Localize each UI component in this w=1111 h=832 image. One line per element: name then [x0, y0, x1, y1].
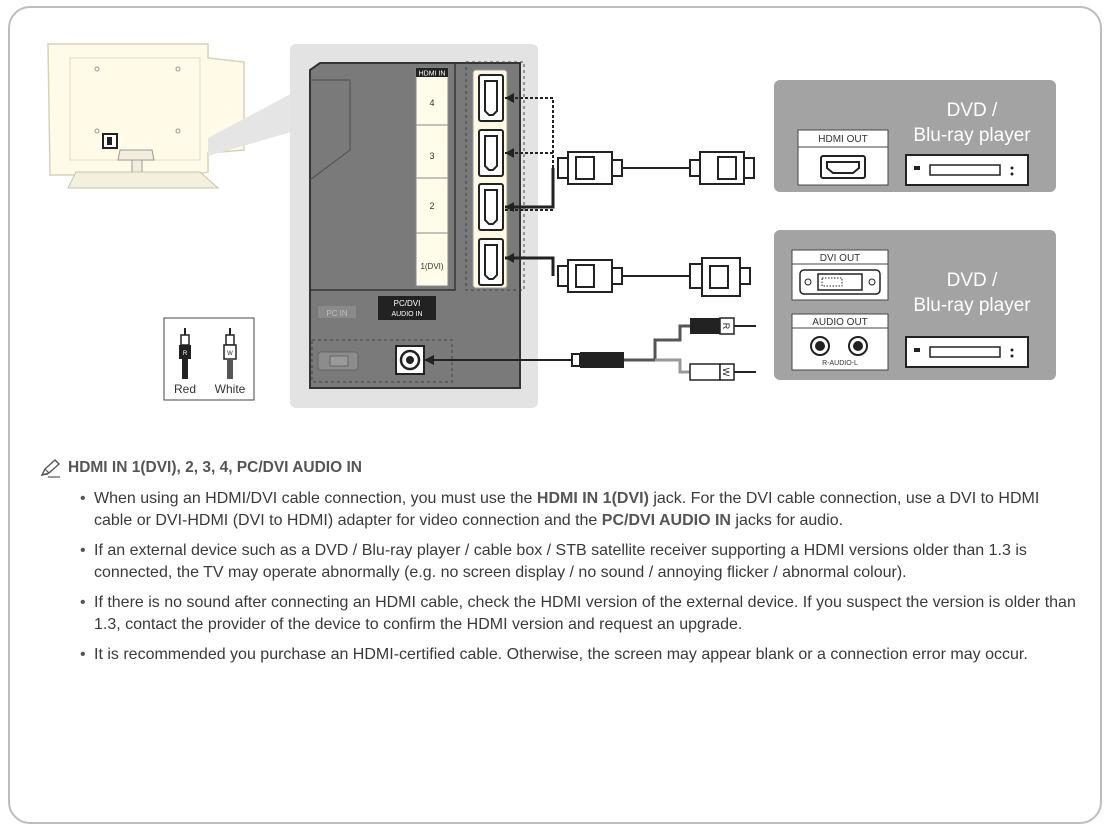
device-1-title-line2: Blu-ray player [913, 125, 1031, 146]
hdmi-out-label: HDMI OUT [818, 134, 867, 145]
legend-r-label: R [183, 351, 188, 357]
audio-out-label: AUDIO OUT [812, 317, 868, 328]
page-frame [8, 6, 1102, 824]
hdmi-port-4-icon [478, 74, 504, 122]
port-2-label: 2 [429, 201, 434, 211]
device-2-title-line2: Blu-ray player [913, 295, 1031, 316]
device-1-title-line1: DVD / [947, 100, 998, 121]
port-3-label: 3 [429, 151, 434, 161]
hdmi-port-3-icon [478, 129, 504, 177]
cable-color-legend: R W Red White [163, 317, 255, 401]
port-4-label: 4 [429, 98, 434, 108]
hdmi-port-1-icon [478, 238, 504, 286]
hdmi-in-label: HDMI IN [419, 71, 446, 78]
note-pencil-icon [40, 459, 61, 478]
note-bullet-3: If there is no sound after connecting an… [80, 592, 1080, 636]
plug-r-label: R [721, 323, 731, 330]
hdmi-cable-top [505, 93, 755, 212]
tv-back-illustration [47, 43, 245, 189]
connection-diagram: HDMI IN 4 3 2 1(DVI) PC IN PC/DVI AUDIO … [47, 43, 1056, 408]
device-1-dvd-bluray: DVD / Blu-ray player HDMI OUT [774, 80, 1056, 192]
hdmi-port-2-icon [478, 183, 504, 231]
pc-dvi-label: PC/DVI [394, 299, 421, 308]
notes-section: HDMI IN 1(DVI), 2, 3, 4, PC/DVI AUDIO IN… [40, 458, 1080, 674]
device-2-dvd-bluray: DVD / Blu-ray player DVI OUT AUDIO OUT R… [774, 230, 1056, 380]
port-1-dvi-label: 1(DVI) [420, 262, 443, 271]
dvi-out-label: DVI OUT [820, 253, 861, 264]
note-heading: HDMI IN 1(DVI), 2, 3, 4, PC/DVI AUDIO IN [40, 458, 1080, 478]
device-2-title-line1: DVD / [947, 270, 998, 291]
audio-cable: R W [424, 317, 756, 381]
note-bullet-2: If an external device such as a DVD / Bl… [80, 540, 1080, 584]
dvi-cable [505, 253, 751, 297]
audio-in-label: AUDIO IN [391, 311, 422, 318]
note-bullet-1: When using an HDMI/DVI cable connection,… [80, 488, 1080, 532]
legend-w-label: W [227, 351, 233, 357]
legend-red-label: Red [174, 382, 196, 396]
pc-in-label: PC IN [326, 309, 348, 318]
tv-connector-panel: HDMI IN 4 3 2 1(DVI) PC IN PC/DVI AUDIO … [309, 61, 525, 389]
note-heading-text: HDMI IN 1(DVI), 2, 3, 4, PC/DVI AUDIO IN [68, 459, 362, 476]
plug-w-label: W [721, 368, 731, 377]
note-bullet-4: It is recommended you purchase an HDMI-c… [80, 644, 1080, 666]
legend-white-label: White [215, 382, 246, 396]
r-audio-l-label: R-AUDIO-L [822, 360, 858, 367]
